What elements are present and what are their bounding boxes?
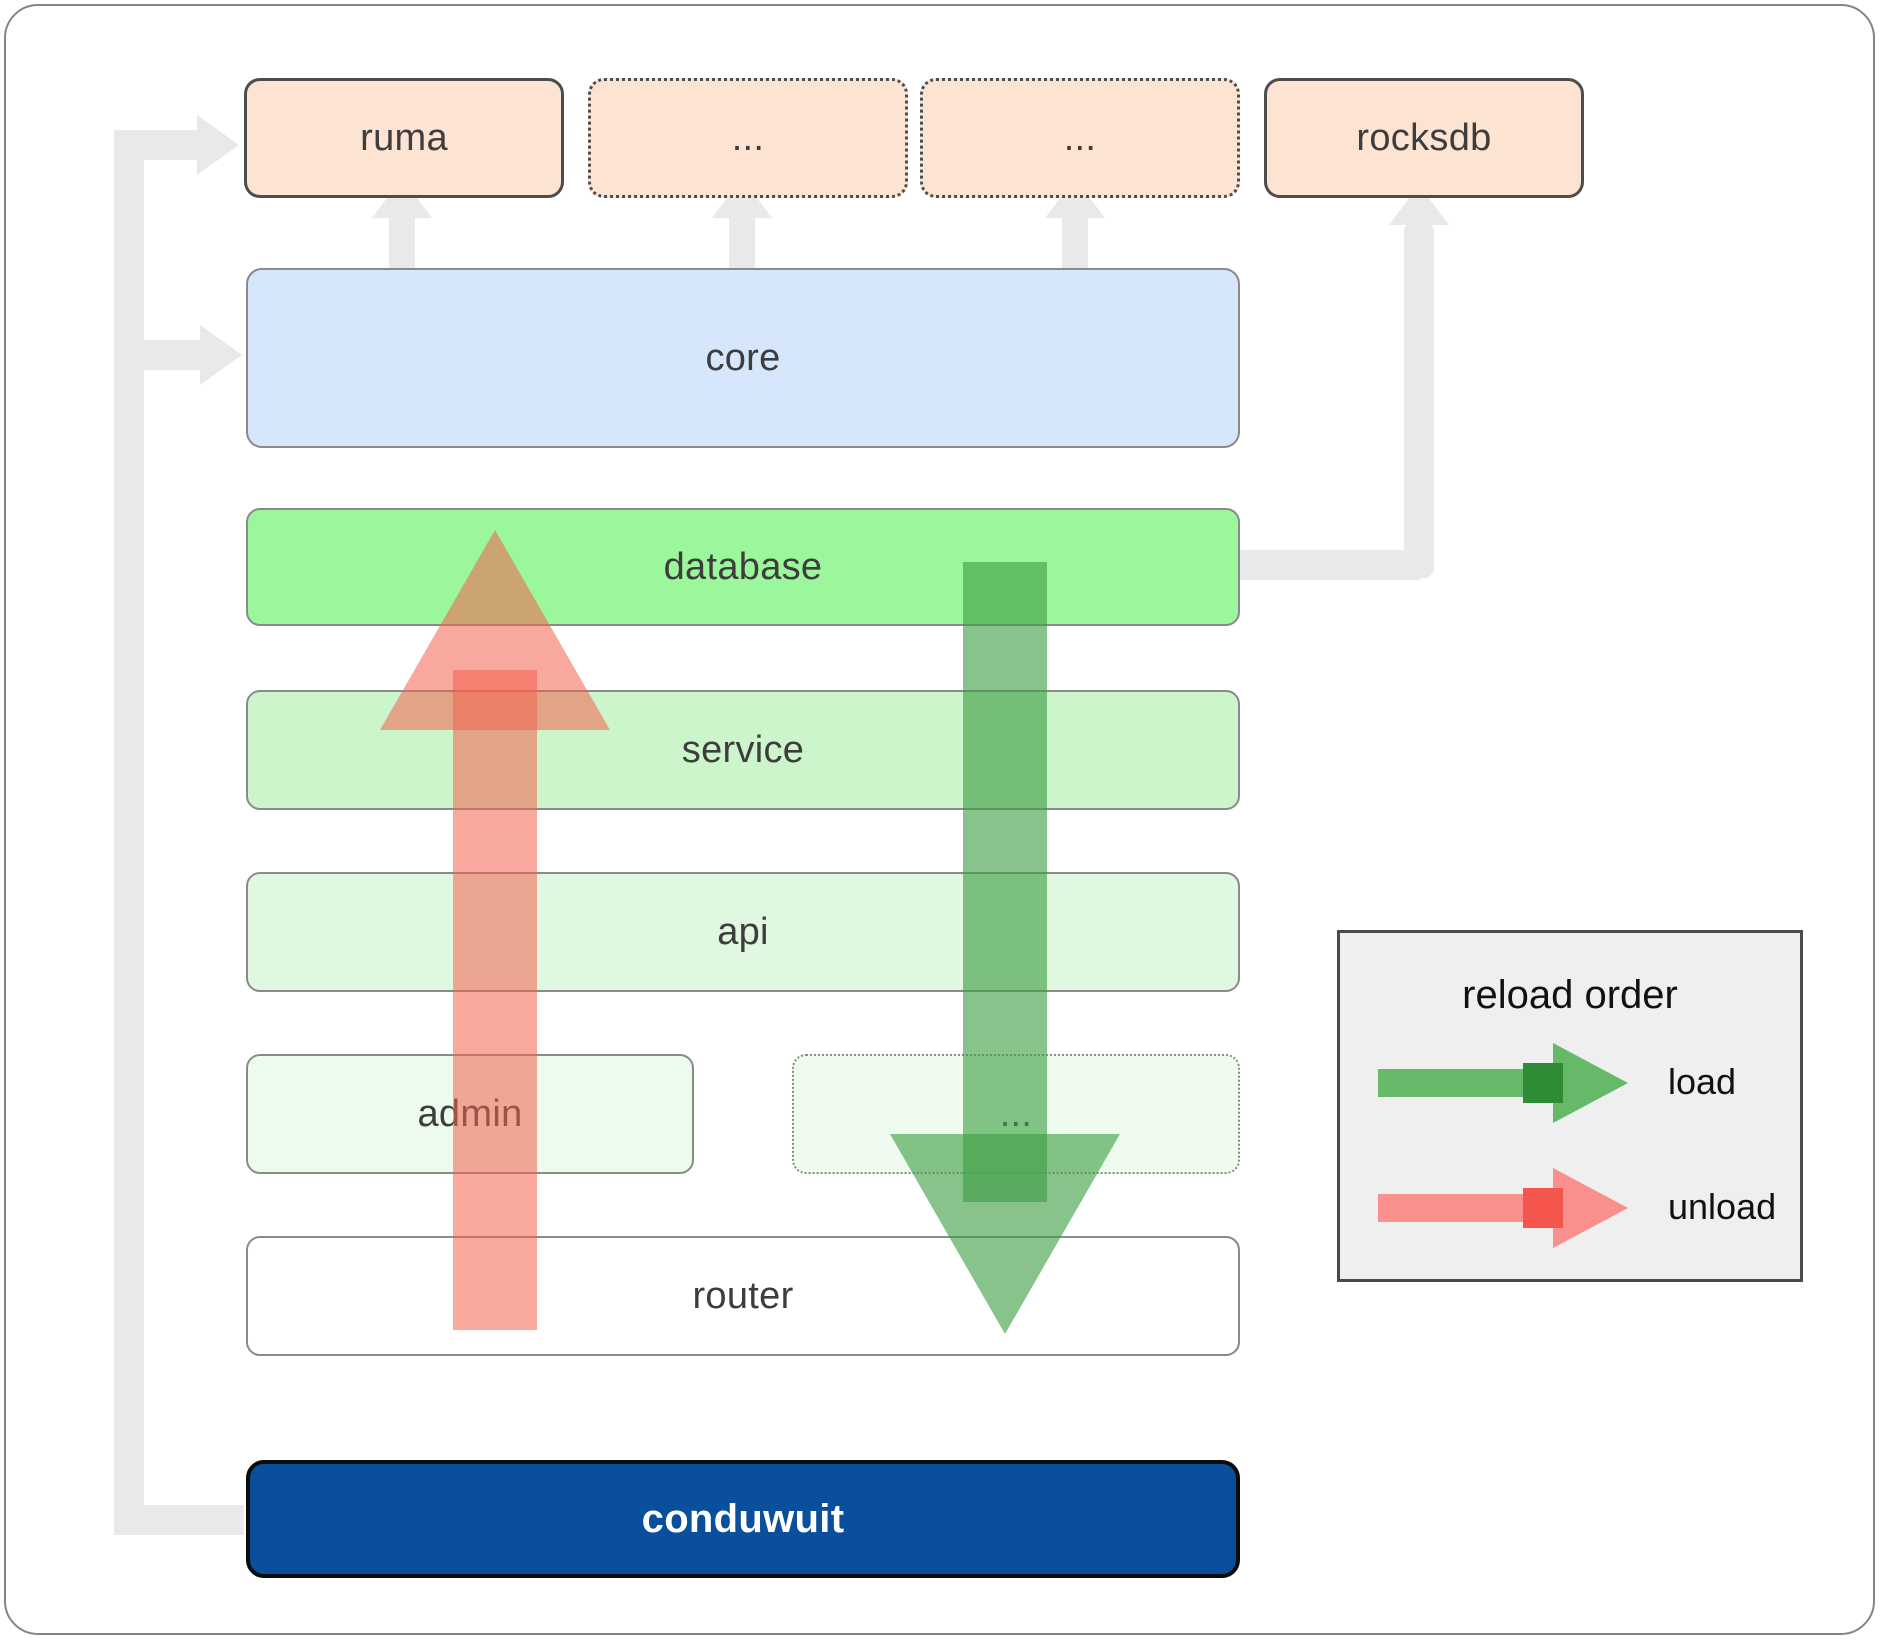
connector-core-to-ruma-stem (389, 215, 415, 275)
node-api-label: api (717, 910, 769, 953)
legend-unload-label: unload (1668, 1186, 1777, 1227)
node-rocksdb-label: rocksdb (1356, 116, 1492, 159)
node-database-label: database (663, 545, 823, 588)
connector-spine-to-core (144, 340, 202, 370)
connector-core-to-ellipsis2-stem (1062, 215, 1088, 275)
connector-database-to-rocksdb-horizontal (1230, 550, 1420, 580)
node-conduwuit[interactable]: conduwuit (246, 1460, 1240, 1578)
legend-load-arrow-icon (1378, 1043, 1628, 1123)
connector-core-to-ellipsis1-stem (729, 215, 755, 275)
node-ellipsis-1[interactable]: ... (588, 78, 908, 198)
legend-load-label: load (1668, 1061, 1737, 1102)
connector-conduwuit-to-binary-horizontal (114, 1505, 244, 1535)
legend-row-unload: unload (1378, 1168, 1776, 1253)
node-api[interactable]: api (246, 872, 1240, 992)
connector-database-to-rocksdb-vertical (1404, 222, 1434, 578)
legend-title: reload order (1462, 973, 1678, 1017)
node-ruma-label: ruma (360, 116, 448, 159)
node-core-label: core (705, 336, 781, 379)
node-service[interactable]: service (246, 690, 1240, 810)
node-more[interactable]: ... (792, 1054, 1240, 1174)
legend-row-load: load (1378, 1043, 1736, 1128)
arrowhead-to-core (200, 325, 242, 385)
node-ruma[interactable]: ruma (244, 78, 564, 198)
connector-spine-to-ruma (114, 130, 199, 160)
node-router[interactable]: router (246, 1236, 1240, 1356)
node-rocksdb[interactable]: rocksdb (1264, 78, 1584, 198)
node-ellipsis-2-label: ... (1063, 116, 1097, 159)
node-admin[interactable]: admin (246, 1054, 694, 1174)
legend-panel: reload order load unload (1337, 930, 1803, 1282)
node-service-label: service (681, 728, 805, 771)
node-ellipsis-2[interactable]: ... (920, 78, 1240, 198)
diagram-frame (4, 4, 1875, 1635)
connector-conduwuit-spine-vertical (114, 130, 144, 1520)
node-more-label: ... (999, 1092, 1033, 1135)
node-admin-label: admin (417, 1092, 523, 1135)
legend-unload-arrow-icon (1378, 1168, 1628, 1248)
node-router-label: router (692, 1274, 794, 1317)
node-conduwuit-label: conduwuit (641, 1496, 845, 1541)
node-core[interactable]: core (246, 268, 1240, 448)
node-database[interactable]: database (246, 508, 1240, 626)
arrowhead-to-ruma (197, 115, 239, 175)
node-ellipsis-1-label: ... (731, 116, 765, 159)
